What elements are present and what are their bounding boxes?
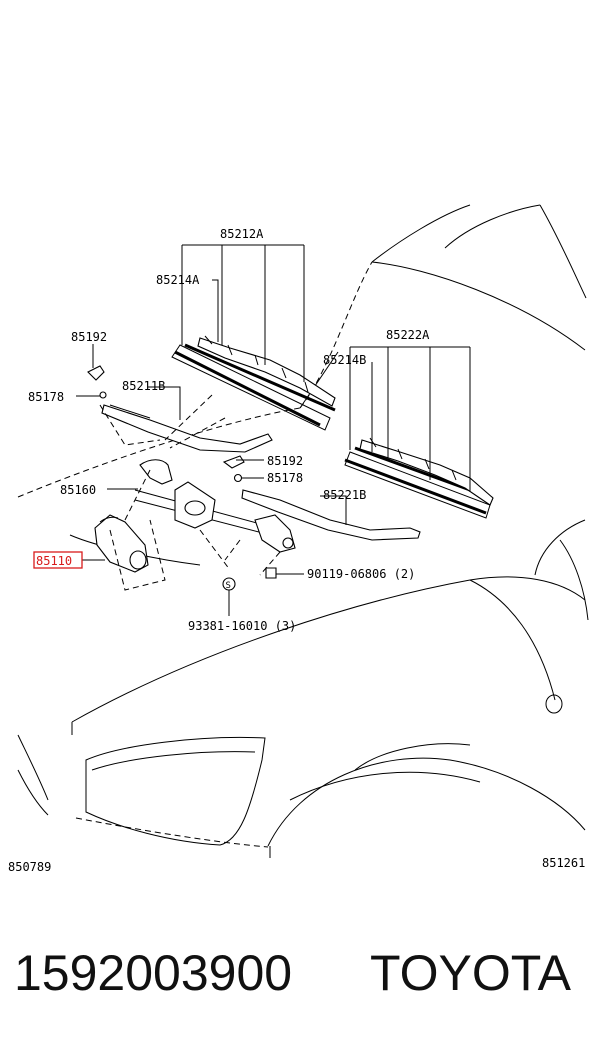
label-85192-upper: 85192 [71, 330, 107, 344]
wiper-blade-a [171, 335, 336, 431]
dashed-leaders [99, 394, 226, 449]
label-85178-upper: 85178 [28, 390, 64, 404]
part-number: 1592003900 [14, 945, 292, 1001]
label-93381-16010: 93381-16010 (3) [188, 619, 296, 633]
label-85110: 85110 [36, 554, 72, 568]
wiper-blade-b [344, 437, 494, 519]
label-85211b: 85211B [122, 379, 165, 393]
label-85192-lower: 85192 [267, 454, 303, 468]
highlight-box-85110 [33, 551, 83, 569]
wiper-linkage [124, 459, 296, 576]
callout-leaders [76, 244, 471, 616]
label-85214a: 85214A [156, 273, 200, 287]
corner-code-right: 851261 [542, 856, 585, 870]
brand-name: TOYOTA [370, 945, 572, 1001]
small-parts: S [87, 365, 277, 591]
part-labels: 85212A 85214A 85192 85178 85211B 85192 8… [28, 227, 430, 633]
label-85221b: 85221B [323, 488, 366, 502]
corner-code-left: 850789 [8, 860, 51, 874]
wiper-arm-left [101, 404, 273, 453]
label-85214b: 85214B [323, 353, 366, 367]
label-85222a: 85222A [386, 328, 430, 342]
label-90119-06806: 90119-06806 (2) [307, 567, 415, 581]
label-s: S [226, 581, 231, 591]
wiper-motor [94, 514, 166, 591]
wiper-arm-right [241, 489, 421, 541]
label-85160: 85160 [60, 483, 96, 497]
label-85178-lower: 85178 [267, 471, 303, 485]
label-85212a: 85212A [220, 227, 264, 241]
